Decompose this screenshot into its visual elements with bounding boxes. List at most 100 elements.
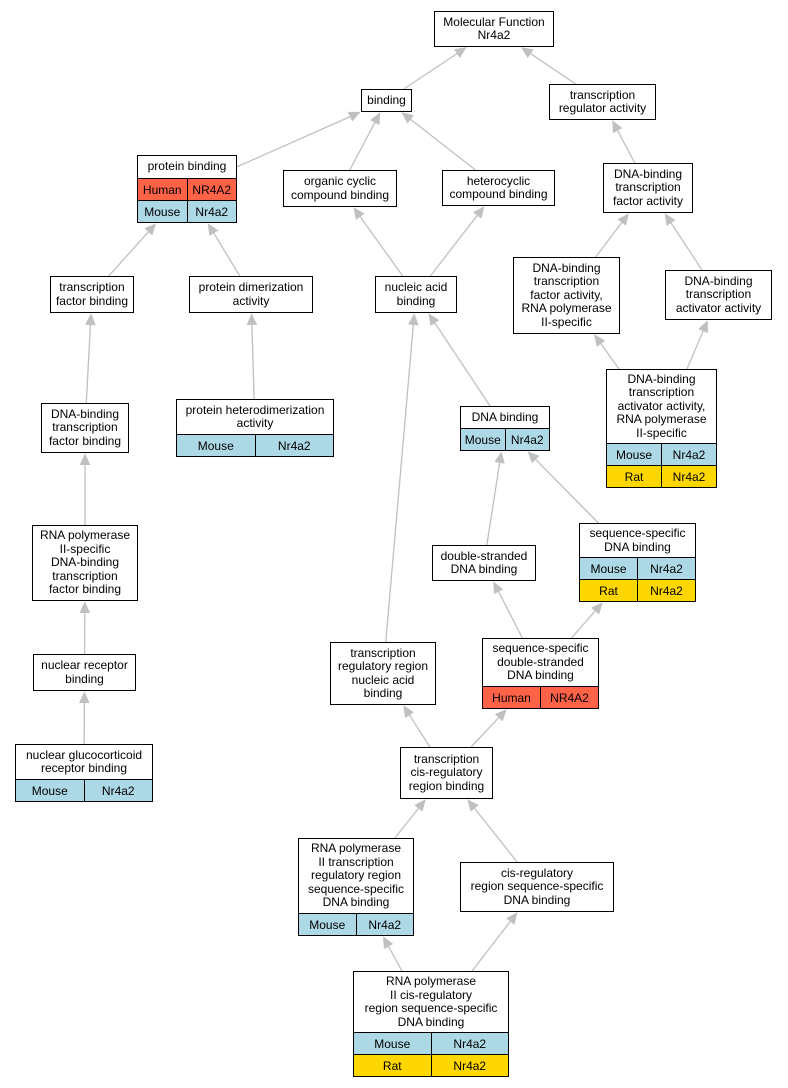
graph-node-binding[interactable]: binding xyxy=(361,89,412,112)
node-label: heterocyclic compound binding xyxy=(449,173,548,201)
graph-node-tfb[interactable]: transcription factor binding xyxy=(50,276,134,313)
gene-cell: Nr4a2 xyxy=(186,201,236,222)
gene-cell: NR4A2 xyxy=(186,179,236,200)
species-cell: Mouse xyxy=(580,558,637,579)
arrowhead-nab xyxy=(408,313,419,326)
edge-dsdb-to-dnab xyxy=(486,462,501,546)
graph-node-tcrrb[interactable]: transcription cis-regulatory region bind… xyxy=(400,747,493,799)
graph-node-mf[interactable]: Molecular Function Nr4a2 xyxy=(434,11,554,47)
gene-cell: Nr4a2 xyxy=(430,1055,508,1076)
graph-node-occb[interactable]: organic cyclic compound binding xyxy=(283,170,397,207)
arrowhead-dnab xyxy=(494,451,505,464)
graph-node-hcb[interactable]: heterocyclic compound binding xyxy=(442,170,555,206)
arrowhead-ssdb xyxy=(591,602,603,615)
species-cell: Rat xyxy=(354,1055,431,1076)
arrowhead-dnab xyxy=(527,451,540,464)
node-label: protein binding xyxy=(147,159,227,174)
graph-node-dbtfarp[interactable]: DNA-binding transcription factor activit… xyxy=(513,257,620,334)
node-label: nuclear glucocorticoid receptor binding xyxy=(25,747,143,775)
node-label: Molecular Function Nr4a2 xyxy=(443,14,545,42)
arrowhead-dbtfa xyxy=(617,213,629,226)
node-label: RNA polymerase II transcription regulato… xyxy=(307,841,405,910)
arrowhead-nrb xyxy=(79,691,90,704)
node-label: DNA-binding transcription factor activit… xyxy=(521,260,612,329)
edge-rp2crrssdb-to-rp2trrssdb xyxy=(387,945,403,972)
edge-binding-to-mf xyxy=(403,52,458,90)
edge-dnab-to-nab xyxy=(434,322,491,407)
node-label: protein heterodimerization activity xyxy=(185,402,325,430)
species-cell: Mouse xyxy=(461,429,505,450)
species-cell: Rat xyxy=(607,466,661,487)
node-label: transcription cis-regulatory region bind… xyxy=(408,751,485,793)
edge-nab-to-occb xyxy=(359,215,404,277)
node-label: DNA binding xyxy=(471,409,539,424)
arrowhead-pb xyxy=(144,223,157,236)
edge-dbtaarp-to-dbtfarp xyxy=(600,342,620,370)
arrowhead-pda xyxy=(246,313,258,326)
graph-node-dbtfa[interactable]: DNA-binding transcription factor activit… xyxy=(603,163,693,213)
graph-node-rp2trrssdb[interactable]: RNA polymerase II transcription regulato… xyxy=(298,838,414,936)
gene-cell: NR4A2 xyxy=(540,687,598,708)
gene-cell: Nr4a2 xyxy=(637,580,695,601)
arrowhead-tcrrb xyxy=(467,799,479,812)
graph-node-dsdb[interactable]: double-stranded DNA binding xyxy=(432,545,536,581)
edge-dbtaa-to-dbtfa xyxy=(670,222,703,271)
graph-node-nab[interactable]: nucleic acid binding xyxy=(375,276,457,313)
graph-node-dbtfb[interactable]: DNA-binding transcription factor binding xyxy=(41,403,129,453)
species-cell: Mouse xyxy=(354,1033,431,1054)
node-label: protein dimerization activity xyxy=(198,280,304,308)
edge-trrnab-to-nab xyxy=(385,324,415,643)
arrowhead-trrnab xyxy=(403,705,415,718)
node-label: nucleic acid binding xyxy=(384,280,448,308)
graph-node-crrssdb[interactable]: cis-regulatory region sequence-specific … xyxy=(460,862,614,912)
arrowhead-nab xyxy=(428,313,440,326)
graph-node-nrb[interactable]: nuclear receptor binding xyxy=(33,654,136,691)
arrowhead-rp2trrssdb xyxy=(382,936,394,950)
node-label: organic cyclic compound binding xyxy=(290,174,390,202)
arrowhead-dbtfb xyxy=(79,453,91,465)
arrowhead-binding xyxy=(347,111,361,122)
node-label: binding xyxy=(367,92,406,107)
edge-rp2crrssdb-to-crrssdb xyxy=(471,920,512,972)
graph-node-pda[interactable]: protein dimerization activity xyxy=(189,276,313,313)
graph-node-trrnab[interactable]: transcription regulatory region nucleic … xyxy=(330,642,436,705)
node-label: sequence-specific DNA binding xyxy=(589,526,686,554)
arrowhead-dsdb xyxy=(493,581,504,595)
arrowhead-dbtfarp xyxy=(594,334,606,347)
edge-dbtfa-to-tra xyxy=(616,129,636,164)
node-label: DNA-binding transcription factor activit… xyxy=(612,166,684,208)
edge-ssdb-to-dnab xyxy=(534,458,599,524)
edge-dbtfarp-to-dbtfa xyxy=(595,221,623,258)
edge-ssdsdb-to-dsdb xyxy=(497,590,523,639)
edge-pb-to-binding xyxy=(236,115,351,168)
edge-tra-to-mf xyxy=(529,52,577,85)
graph-node-dbtaarp[interactable]: DNA-binding transcription activator acti… xyxy=(606,369,717,488)
node-label: sequence-specific double-stranded DNA bi… xyxy=(492,641,589,683)
graph-node-dbtaa[interactable]: DNA-binding transcription activator acti… xyxy=(665,270,772,320)
edge-dbtfb-to-tfb xyxy=(85,324,92,404)
node-label: cis-regulatory region sequence-specific … xyxy=(470,865,604,907)
node-label: transcription regulator activity xyxy=(558,87,647,115)
edge-hcb-to-binding xyxy=(409,118,476,171)
graph-node-rp2crrssdb[interactable]: RNA polymerase II cis-regulatory region … xyxy=(353,971,509,1077)
edge-nab-to-hcb xyxy=(429,214,479,277)
gene-cell: Nr4a2 xyxy=(637,558,695,579)
graph-node-tra[interactable]: transcription regulator activity xyxy=(549,84,656,120)
gene-cell: Nr4a2 xyxy=(661,466,716,487)
graph-node-rp2dbtfb[interactable]: RNA polymerase II-specific DNA-binding t… xyxy=(32,525,138,601)
edge-tfb-to-pb xyxy=(108,231,150,277)
gene-cell: Nr4a2 xyxy=(661,444,716,465)
graph-node-ssdsdb[interactable]: sequence-specific double-stranded DNA bi… xyxy=(482,638,599,709)
